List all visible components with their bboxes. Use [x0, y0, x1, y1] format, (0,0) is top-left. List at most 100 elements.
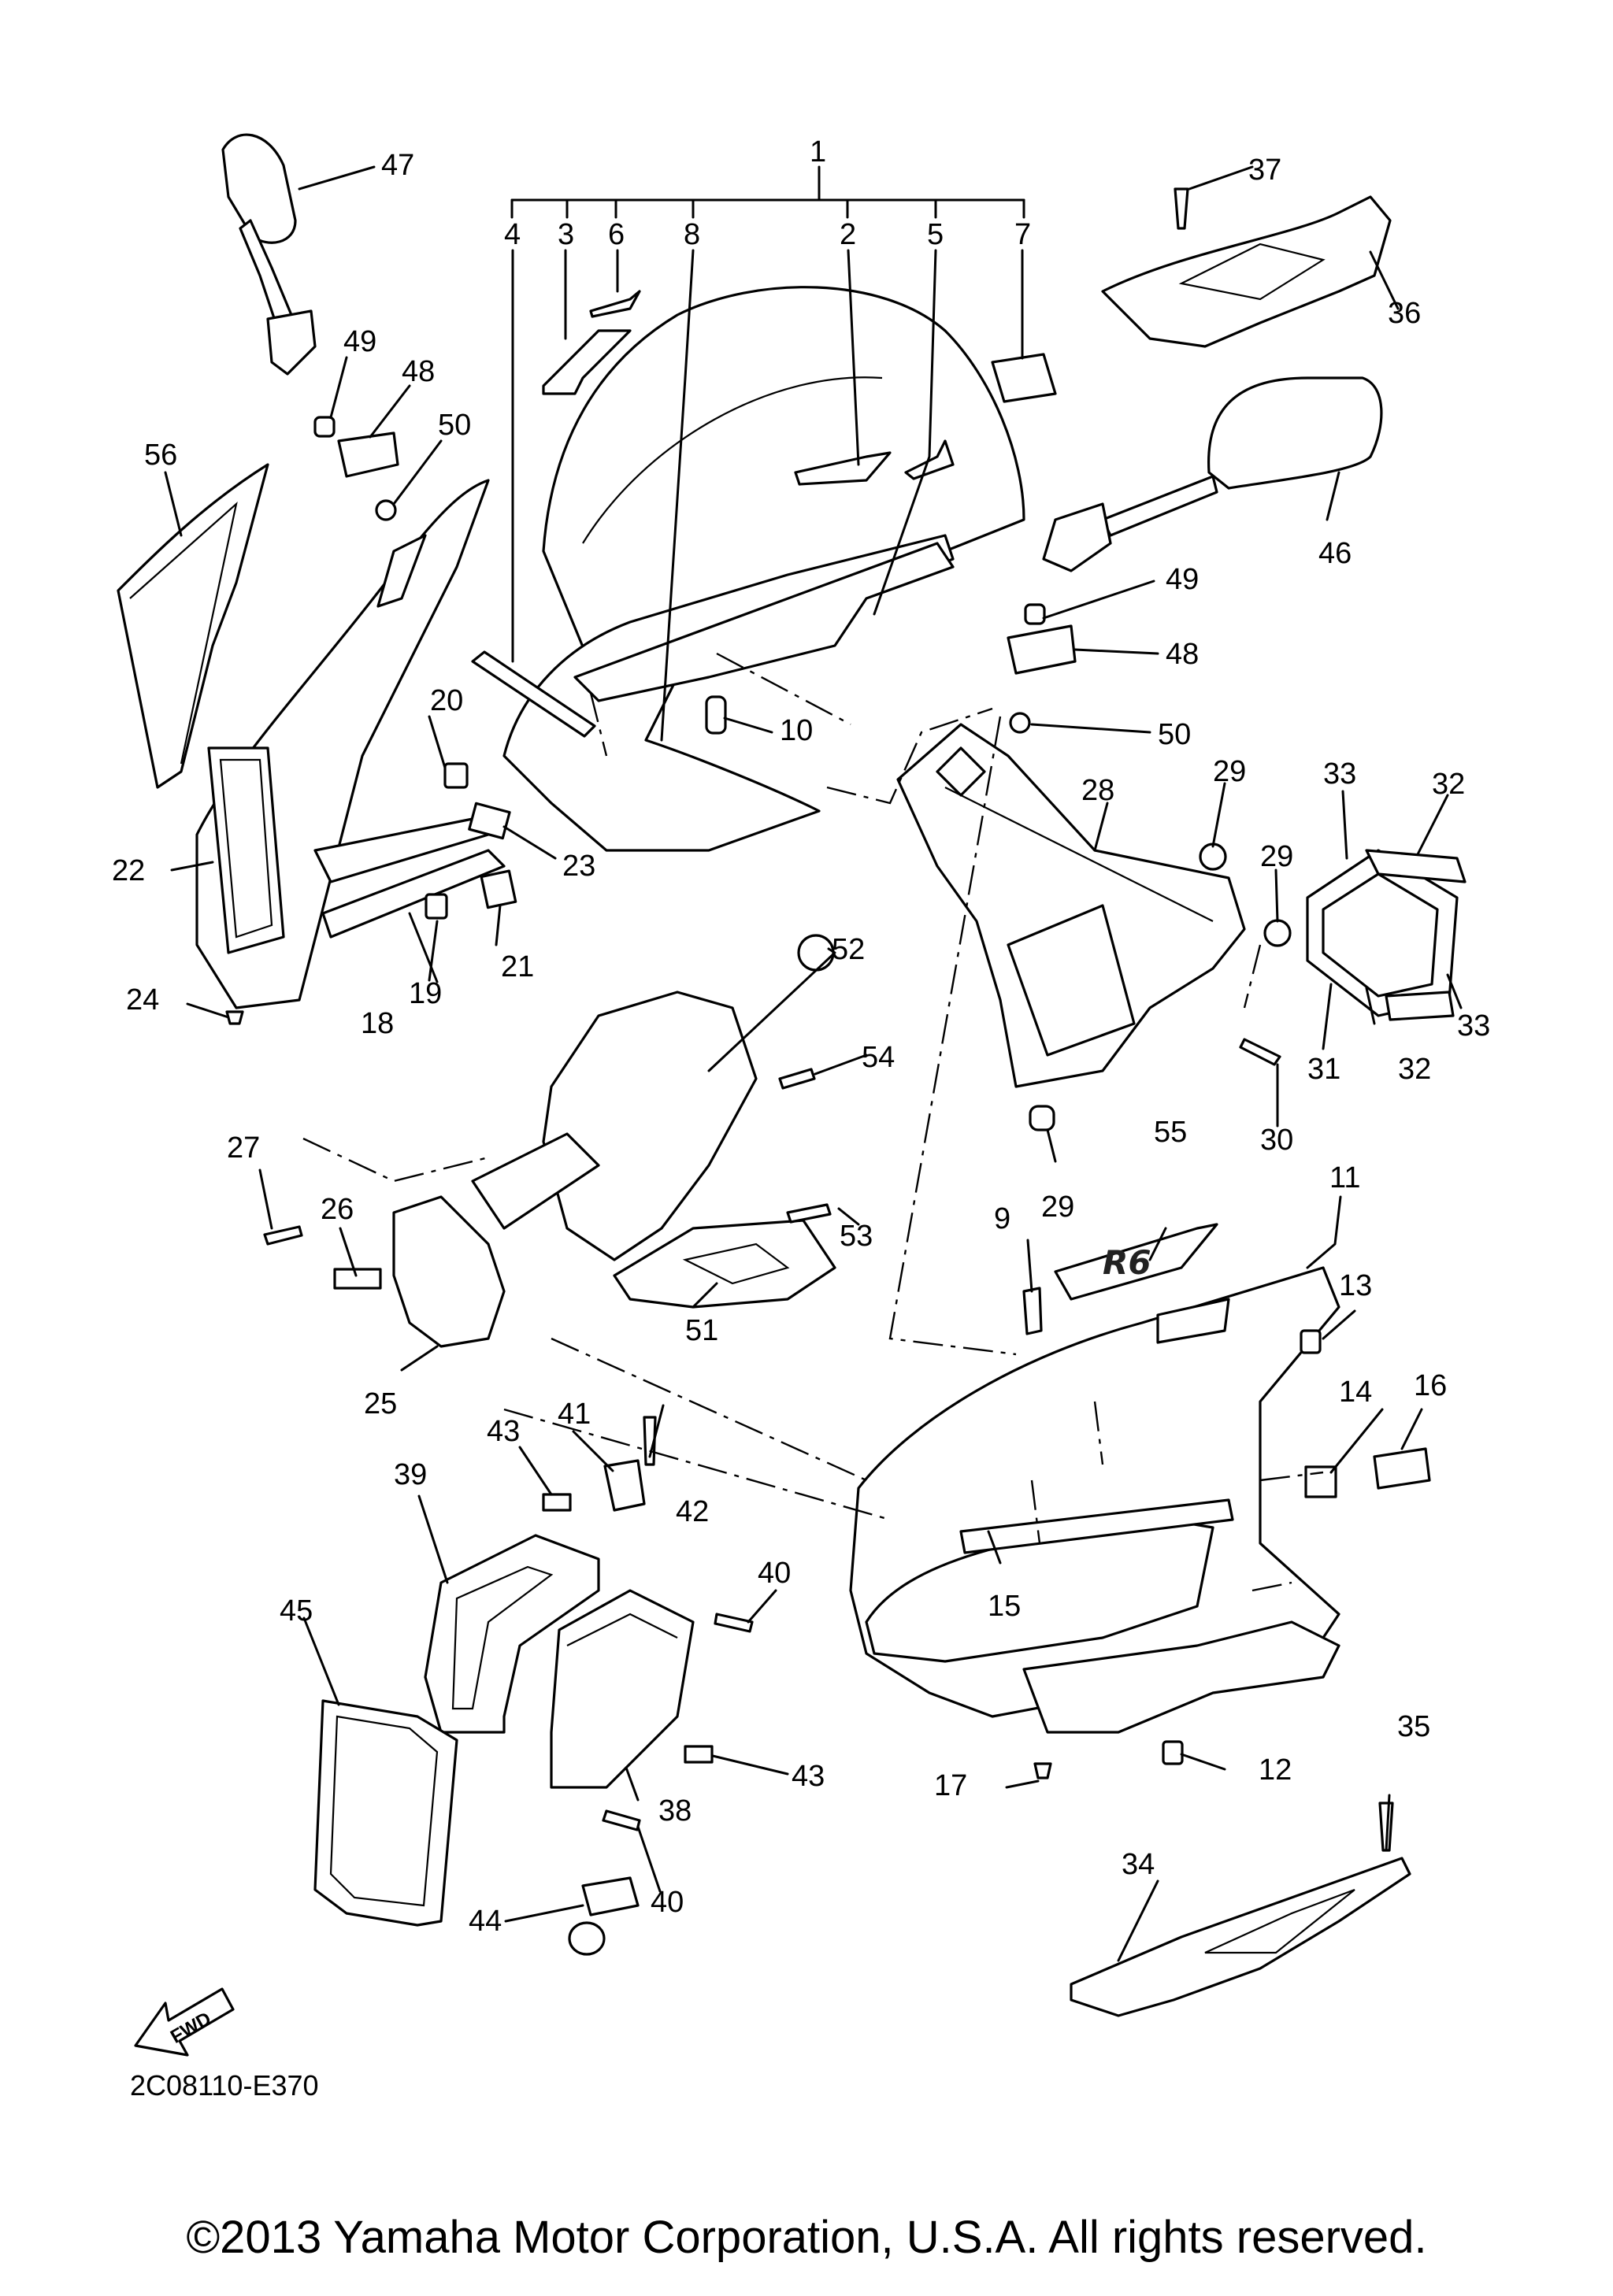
- callout-19: 19: [409, 977, 442, 1010]
- sensor-41: [603, 1459, 646, 1512]
- callout-41: 41: [558, 1398, 591, 1431]
- callout-3: 3: [558, 218, 574, 251]
- callout-46: 46: [1318, 537, 1352, 570]
- seal-32-top: [1365, 849, 1467, 883]
- mirror-left-47: [221, 133, 317, 376]
- windscreen: [542, 286, 1025, 687]
- callout-36: 36: [1388, 297, 1421, 330]
- callout-53: 53: [840, 1220, 873, 1253]
- callout-20: 20: [430, 684, 463, 717]
- callout-22: 22: [112, 854, 145, 887]
- callout-27: 27: [227, 1131, 260, 1165]
- callout-25: 25: [364, 1387, 397, 1420]
- callout-4: 4: [504, 218, 521, 251]
- inner-lens-56: [117, 463, 269, 789]
- duct-31: [1306, 849, 1467, 1021]
- callout-21: 21: [501, 950, 534, 983]
- screw-27: [263, 1225, 303, 1246]
- decal-r6-text: R6: [1103, 1243, 1151, 1282]
- callout-50-right: 50: [1158, 718, 1191, 751]
- front-cowl-inner: [502, 534, 955, 852]
- pad-26: [333, 1268, 382, 1290]
- panel-34: [1070, 1857, 1411, 2017]
- callout-52: 52: [832, 933, 865, 966]
- bolt-30: [1239, 1038, 1281, 1066]
- callout-48-right: 48: [1166, 638, 1199, 671]
- leader-lines: [164, 165, 1463, 1962]
- callout-29-bottom: 29: [1041, 1191, 1074, 1224]
- fwd-arrow-icon: FWD: [134, 1987, 235, 2057]
- callout-44: 44: [469, 1905, 502, 1938]
- air-duct-51: [542, 991, 836, 1309]
- screw-54: [778, 1068, 816, 1090]
- duct-39: [424, 1534, 600, 1734]
- callout-8: 8: [684, 218, 700, 251]
- decal-7: [991, 353, 1057, 403]
- callouts: 1 4 3 6 8 2 5 7 47 49 48 50 56 10 20 22 …: [112, 135, 1490, 1938]
- grommet-49-right: [1024, 603, 1046, 625]
- callout-40-bottom: 40: [651, 1886, 684, 1919]
- clamp-44: [568, 1876, 640, 1956]
- callout-5: 5: [927, 218, 944, 251]
- callout-33-bottom: 33: [1457, 1009, 1490, 1042]
- bracket-25: [392, 1132, 600, 1348]
- nut-50-right: [1009, 712, 1031, 734]
- callout-43-top: 43: [487, 1415, 520, 1448]
- callout-12: 12: [1259, 1753, 1292, 1787]
- callout-17: 17: [934, 1769, 967, 1802]
- screw-37: [1174, 187, 1189, 230]
- strip-4: [471, 650, 596, 738]
- callout-24: 24: [126, 983, 159, 1017]
- callout-29-mid: 29: [1260, 840, 1293, 873]
- callout-9: 9: [994, 1202, 1010, 1235]
- mirror-right-46: [1042, 376, 1383, 572]
- assembly-lines: [302, 652, 1324, 1592]
- clip-12: [1162, 1740, 1184, 1765]
- callout-18: 18: [361, 1007, 394, 1040]
- decal-6: [589, 290, 641, 318]
- screw-53: [786, 1203, 832, 1224]
- callout-54: 54: [862, 1041, 895, 1074]
- callout-45: 45: [280, 1594, 313, 1628]
- callout-43-bottom: 43: [792, 1760, 825, 1793]
- callout-50-left: 50: [438, 409, 471, 442]
- under-cowl-right: [1022, 1620, 1340, 1734]
- block-16: [1373, 1447, 1431, 1490]
- callout-55: 55: [1154, 1116, 1187, 1149]
- callout-26: 26: [321, 1193, 354, 1226]
- callout-11: 11: [1329, 1161, 1360, 1194]
- screw-40-bottom: [602, 1809, 641, 1831]
- callout-40-top: 40: [758, 1557, 791, 1590]
- callout-38: 38: [658, 1794, 692, 1828]
- decal-2: [794, 451, 892, 486]
- callout-49-left: 49: [343, 325, 376, 358]
- decal-r6-55: R6: [1054, 1223, 1218, 1301]
- pad-21: [480, 869, 517, 909]
- callout-51: 51: [685, 1314, 718, 1347]
- callout-16: 16: [1414, 1369, 1447, 1402]
- screw-40-top: [714, 1613, 754, 1633]
- callout-10: 10: [780, 714, 813, 747]
- grommet-10: [705, 695, 727, 735]
- grommet-49-left: [313, 416, 336, 438]
- callout-13: 13: [1339, 1269, 1372, 1302]
- seal-45: [313, 1699, 458, 1927]
- collar-29-mid: [1263, 919, 1292, 947]
- block-23: [468, 802, 511, 840]
- diagram-code: 2C08110-E370: [130, 2069, 319, 2102]
- screw-9: [1022, 1287, 1043, 1335]
- callout-15: 15: [988, 1590, 1021, 1623]
- callout-7: 7: [1014, 218, 1031, 251]
- callout-37: 37: [1248, 154, 1281, 187]
- left-cowl: [195, 479, 506, 1009]
- damper-48-right: [1007, 624, 1077, 675]
- screw-24: [225, 1010, 244, 1025]
- damper-48-left: [337, 431, 399, 478]
- clip-20: [443, 762, 469, 789]
- callout-14: 14: [1339, 1376, 1372, 1409]
- callout-29-top: 29: [1213, 755, 1246, 788]
- callout-39: 39: [394, 1458, 427, 1491]
- duct-38: [550, 1589, 695, 1789]
- decal-5: [904, 439, 955, 480]
- stay-28: [896, 723, 1246, 1088]
